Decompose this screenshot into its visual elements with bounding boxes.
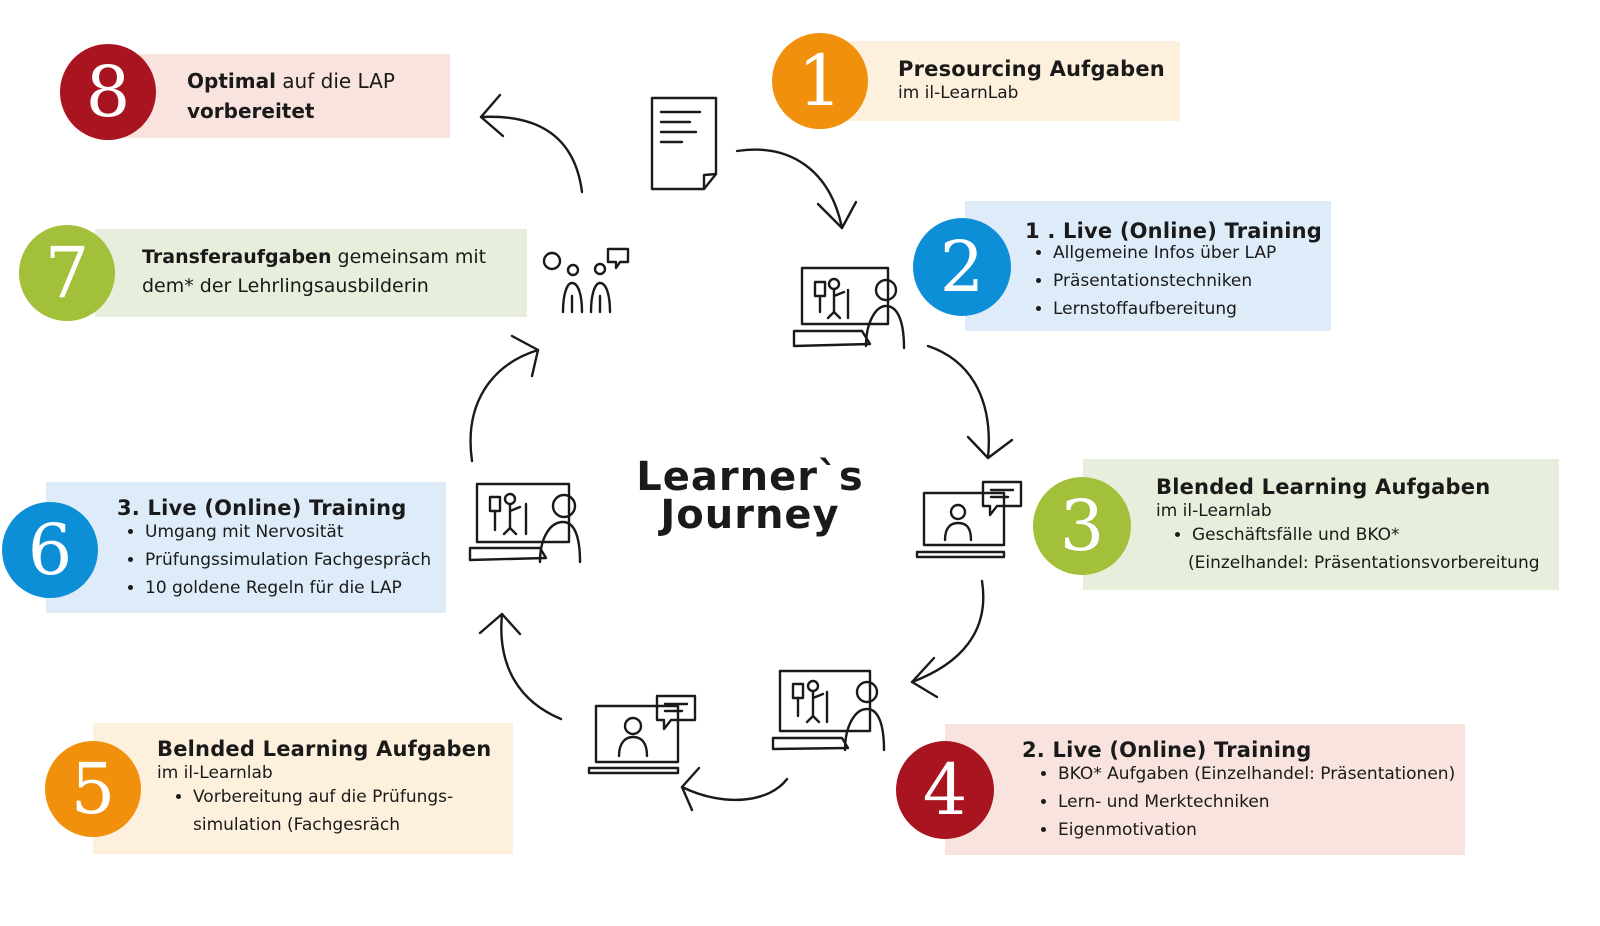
step-4-list: BKO* Aufgaben (Einzelhandel: Präsentatio…	[1022, 760, 1455, 844]
step-8-rest-1: auf die LAP	[275, 69, 395, 93]
step-3-item: Geschäftsfälle und BKO*	[1192, 521, 1540, 549]
step-1-title: Presourcing Aufgaben	[898, 57, 1165, 81]
presenter-laptop-icon	[771, 669, 886, 752]
step-6-item: Umgang mit Nervosität	[145, 518, 431, 546]
step-4-title: 2. Live (Online) Training	[1022, 738, 1312, 762]
arrow-5-to-6	[478, 612, 563, 721]
step-4-number: 4	[896, 741, 994, 839]
arrow-1-to-2	[735, 148, 858, 230]
arrow-6-to-7	[469, 334, 540, 463]
document-icon	[650, 96, 718, 191]
step-4-panel: 2. Live (Online) Training BKO* Aufgaben …	[945, 724, 1465, 855]
step-5-panel: Belnded Learning Aufgaben im il-Learnlab…	[93, 723, 513, 854]
step-8-text: Optimal auf die LAP vorbereitet	[187, 66, 395, 126]
step-8-bold-2: vorbereitet	[187, 99, 315, 123]
step-3-sub: im il-Learnlab	[1156, 501, 1272, 521]
arrow-7-to-8	[479, 93, 584, 194]
arrow-2-to-3	[926, 344, 1014, 460]
step-3-panel: Blended Learning Aufgaben im il-Learnlab…	[1083, 459, 1559, 590]
arrow-4-to-5	[680, 766, 789, 812]
diagram-title-line-2: Journey	[660, 492, 840, 538]
step-7-number: 7	[19, 225, 115, 321]
step-4-item: Eigenmotivation	[1058, 816, 1455, 844]
step-2-item: Lernstoffaufbereitung	[1053, 295, 1322, 323]
step-8-bold-1: Optimal	[187, 69, 276, 93]
step-3-extra: (Einzelhandel: Präsentationsvorbereitung	[1188, 553, 1540, 573]
step-6-panel: 3. Live (Online) Training Umgang mit Ner…	[46, 482, 446, 613]
two-people-talking-icon	[542, 247, 630, 314]
step-7-title-rest: gemeinsam mit	[331, 246, 487, 268]
step-5-sub: im il-Learnlab	[157, 763, 273, 783]
step-4-item: Lern- und Merktechniken	[1058, 788, 1455, 816]
step-1-panel: Presourcing Aufgaben im il-LearnLab	[825, 41, 1180, 121]
step-6-title: 3. Live (Online) Training	[117, 496, 407, 520]
step-2-item: Allgemeine Infos über LAP	[1053, 239, 1322, 267]
step-2-panel: 1 . Live (Online) Training Allgemeine In…	[965, 201, 1331, 331]
step-7-title-bold: Transferaufgaben	[142, 246, 332, 268]
step-5-title: Belnded Learning Aufgaben	[157, 737, 492, 761]
step-3-number: 3	[1033, 477, 1131, 575]
step-1-number: 1	[772, 33, 868, 129]
presenter-laptop-icon	[468, 482, 582, 564]
step-2-title: 1 . Live (Online) Training	[1025, 219, 1323, 243]
step-1-sub: im il-LearnLab	[898, 83, 1019, 103]
step-5-number: 5	[45, 741, 141, 837]
step-3-title: Blended Learning Aufgaben	[1156, 475, 1491, 499]
step-6-item: 10 goldene Regeln für die LAP	[145, 574, 431, 602]
step-5-extra: simulation (Fachgesräch	[193, 815, 401, 835]
diagram-title-line-1: Learner`s	[636, 454, 864, 500]
step-2-number: 2	[913, 218, 1011, 316]
step-8-number: 8	[60, 44, 156, 140]
step-7-line-2: dem* der Lehrlingsausbilderin	[142, 275, 429, 297]
presenter-laptop-icon	[792, 266, 906, 350]
step-3-list: Geschäftsfälle und BKO*	[1156, 521, 1540, 549]
step-4-item: BKO* Aufgaben (Einzelhandel: Präsentatio…	[1058, 760, 1455, 788]
arrow-3-to-4	[910, 579, 985, 699]
video-chat-laptop-icon	[587, 694, 697, 775]
step-6-list: Umgang mit Nervosität Prüfungssimulation…	[117, 518, 431, 602]
step-7-panel: Transferaufgaben gemeinsam mit dem* der …	[95, 229, 527, 317]
diagram-title: Learner`s Journey	[600, 454, 900, 538]
step-5-list: Vorbereitung auf die Prüfungs-	[157, 783, 491, 811]
step-6-number: 6	[2, 502, 98, 598]
step-2-list: Allgemeine Infos über LAP Präsentationst…	[1025, 239, 1322, 323]
step-2-item: Präsentationstechniken	[1053, 267, 1322, 295]
step-8-panel: Optimal auf die LAP vorbereitet	[120, 54, 450, 138]
step-5-item: Vorbereitung auf die Prüfungs-	[193, 783, 491, 811]
step-6-item: Prüfungssimulation Fachgespräch	[145, 546, 431, 574]
video-chat-laptop-icon	[915, 480, 1023, 559]
